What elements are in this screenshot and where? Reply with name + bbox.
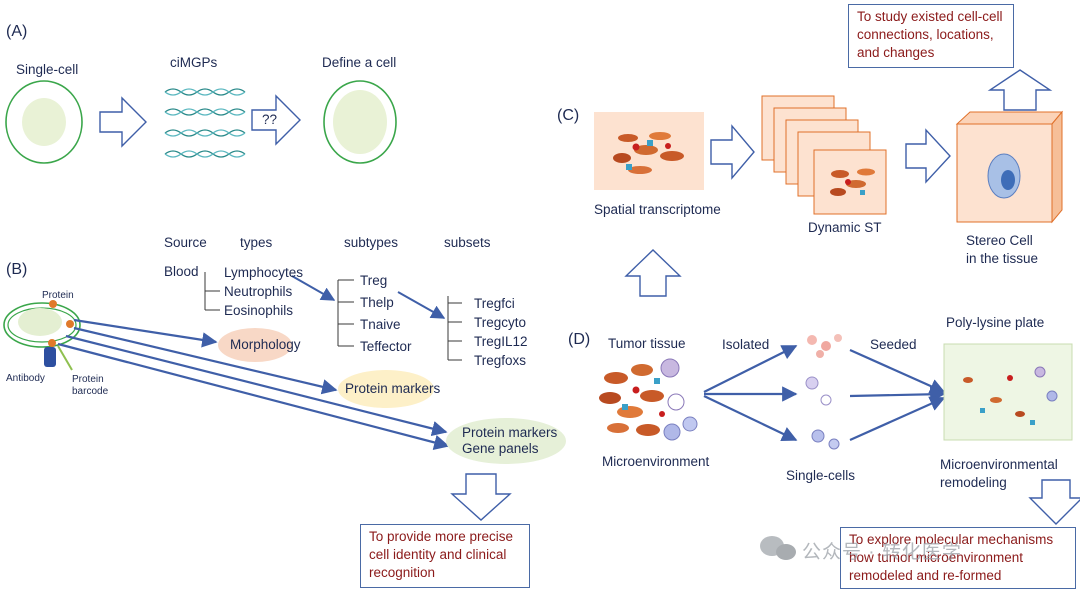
block-arrow-right-icon [99, 96, 147, 148]
panel-c-conclusion-box: To study existed cell-cell connections, … [848, 4, 1014, 68]
isolation-arrows [703, 345, 946, 442]
antibody-cell-icon [3, 300, 81, 371]
protein-label: Protein [42, 290, 74, 301]
stereo-cell-label-1: Stereo Cell [966, 233, 1033, 248]
watermark-text: 公众号 · 转化医学 [802, 542, 962, 563]
panel-b-label: (B) [6, 261, 28, 278]
subtype-item: Treg [360, 273, 388, 288]
spatial-transcriptome-image [594, 112, 704, 190]
single-cells-label: Single-cells [786, 468, 856, 483]
spatial-transcriptome-label: Spatial transcriptome [594, 202, 721, 217]
single-cell-icon [5, 80, 83, 164]
subtype-item: Teffector [360, 339, 412, 354]
tumor-tissue-image [599, 358, 698, 441]
panel-d-label: (D) [568, 331, 591, 348]
block-arrow-up-icon [987, 69, 1053, 111]
protein-markers-label: Protein markers [345, 381, 441, 396]
tumor-tissue-label: Tumor tissue [608, 336, 686, 351]
subset-item: Tregcyto [474, 315, 527, 330]
block-arrow-down-icon [1028, 479, 1080, 525]
morphology-blob [218, 328, 292, 362]
dynamic-st-stack-image [761, 95, 887, 215]
protein-markers-blob [338, 370, 434, 408]
protein-barcode-label-1: Protein [72, 374, 104, 385]
subset-item: Tregfoxs [474, 353, 527, 368]
source-blood: Blood [164, 264, 199, 279]
gene-panels-blob [446, 418, 566, 464]
subset-item: TregIL12 [474, 334, 528, 349]
antibody-label: Antibody [6, 373, 45, 384]
microenvironment-label: Microenvironment [602, 454, 710, 469]
stereo-cell-cube-image [955, 110, 1064, 224]
dynamic-st-label: Dynamic ST [808, 220, 882, 235]
subset-item: Tregfci [474, 296, 515, 311]
protein-markers-genes-label-1: Protein markers [462, 425, 558, 440]
remodeling-label-2: remodeling [940, 475, 1007, 490]
block-arrow-right-icon [905, 128, 951, 184]
protein-barcode-label-2: barcode [72, 386, 109, 397]
poly-lysine-plate-label: Poly-lysine plate [946, 315, 1045, 330]
block-arrow-right-icon [251, 94, 301, 146]
subtype-item: Thelp [360, 295, 394, 310]
type-item: Neutrophils [224, 284, 293, 299]
cimgps-label: ciMGPs [170, 55, 218, 70]
define-cell-label: Define a cell [322, 55, 397, 70]
hierarchy-lines [204, 272, 462, 361]
header-types: types [240, 235, 273, 250]
panel-b-conclusion-box: To provide more precise cell identity an… [360, 524, 530, 588]
block-arrow-right-icon [710, 124, 755, 180]
protein-markers-genes-label-2: Gene panels [462, 441, 539, 456]
header-subtypes: subtypes [344, 235, 399, 250]
feature-arrows [57, 318, 450, 450]
isolated-label: Isolated [722, 337, 770, 352]
block-arrow-up-icon [624, 249, 682, 297]
panel-c-label: (C) [557, 107, 580, 124]
poly-lysine-plate-image [943, 343, 1073, 441]
remodeling-label-1: Microenvironmental [940, 457, 1058, 472]
question-mark-label: ?? [262, 112, 278, 127]
type-item: Eosinophils [224, 303, 294, 318]
isolated-cells-image [805, 334, 842, 450]
stereo-cell-label-2: in the tissue [966, 251, 1039, 266]
wechat-icon [760, 536, 796, 560]
hierarchy-arrows [291, 275, 446, 319]
header-source: Source [164, 235, 207, 250]
morphology-label: Morphology [230, 337, 301, 352]
dna-helix-icon [164, 88, 246, 158]
single-cell-label: Single-cell [16, 62, 79, 77]
panel-a-label: (A) [6, 23, 28, 40]
header-subsets: subsets [444, 235, 491, 250]
type-item: Lymphocytes [224, 265, 304, 280]
block-arrow-down-icon [450, 473, 512, 521]
defined-cell-icon [323, 80, 397, 164]
seeded-label: Seeded [870, 337, 917, 352]
subtype-item: Tnaive [360, 317, 401, 332]
panel-d-conclusion-box: To explore molecular mechanisms how tumo… [840, 527, 1076, 589]
